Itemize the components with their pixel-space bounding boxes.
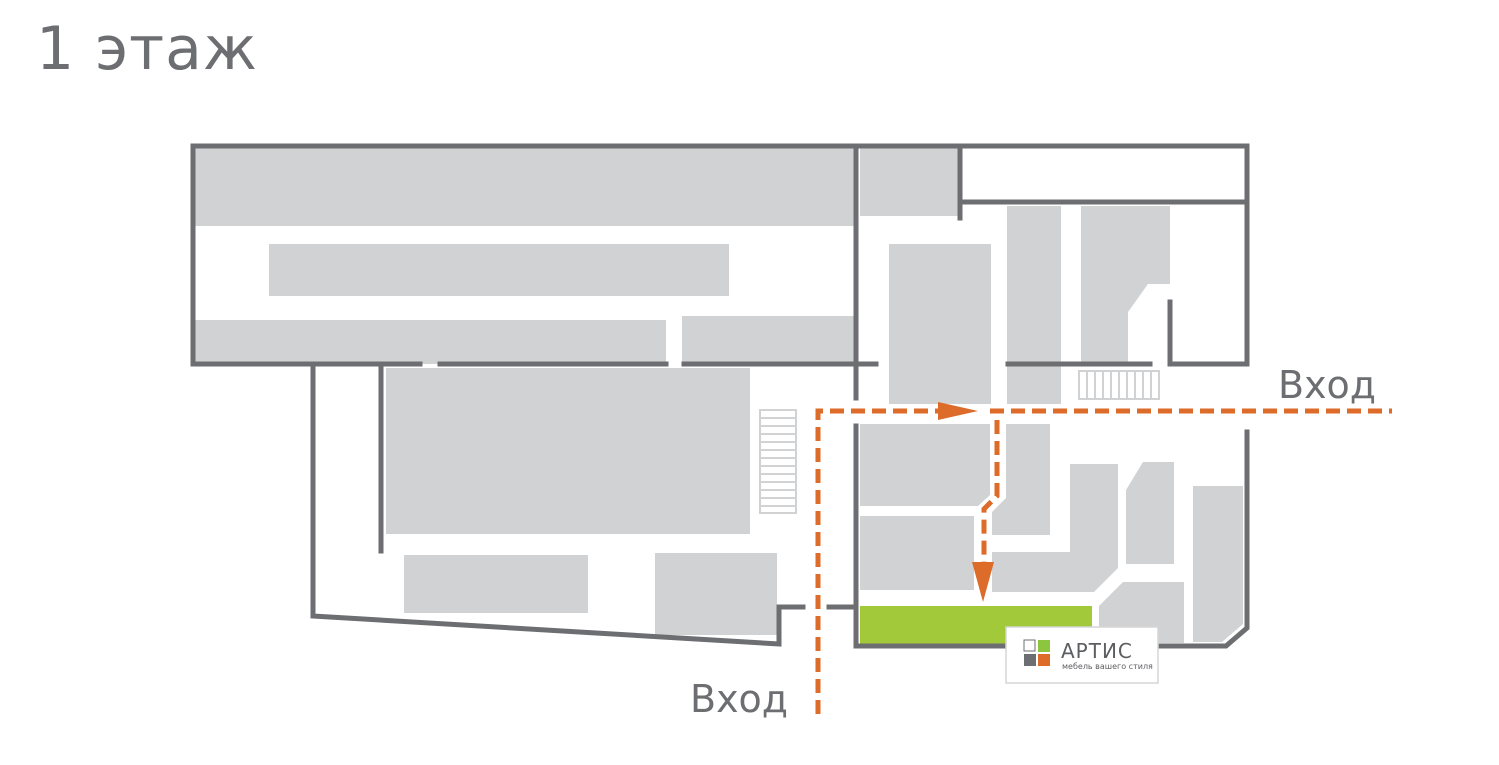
shop-block[interactable] [860, 516, 974, 590]
shop-block[interactable] [1007, 206, 1061, 404]
store-sign[interactable]: АРТИС мебель вашего стиля [1005, 626, 1159, 684]
stairs-right [1078, 370, 1160, 400]
shop-block[interactable] [404, 555, 588, 613]
shop-block[interactable] [682, 316, 854, 364]
shop-blocks [195, 148, 1243, 643]
shop-block[interactable] [1081, 206, 1170, 364]
shop-block[interactable] [860, 424, 990, 506]
entrance-label-right: Вход [1278, 363, 1376, 407]
route-arrow-icon [938, 402, 978, 420]
entrance-label-bottom: Вход [690, 677, 788, 721]
store-tagline: мебель вашего стиля [1062, 662, 1153, 671]
shop-block[interactable] [992, 464, 1118, 592]
store-logo-icon [1023, 639, 1050, 666]
route-path [815, 408, 1392, 714]
walls [190, 143, 1250, 649]
shop-block[interactable] [386, 368, 750, 534]
shop-block[interactable] [195, 320, 666, 364]
route-arrow-icon [972, 562, 994, 602]
shop-block[interactable] [269, 244, 729, 296]
shop-block[interactable] [655, 553, 777, 635]
floor-title: 1 этаж [36, 14, 258, 84]
shop-block[interactable] [1193, 486, 1243, 642]
shop-block[interactable] [195, 148, 854, 226]
store-name: АРТИС [1061, 639, 1133, 663]
shop-block[interactable] [1126, 462, 1174, 564]
shop-block[interactable] [860, 148, 958, 216]
shop-block[interactable] [992, 424, 1050, 535]
stairs-left [759, 409, 797, 514]
shop-block[interactable] [889, 244, 991, 404]
